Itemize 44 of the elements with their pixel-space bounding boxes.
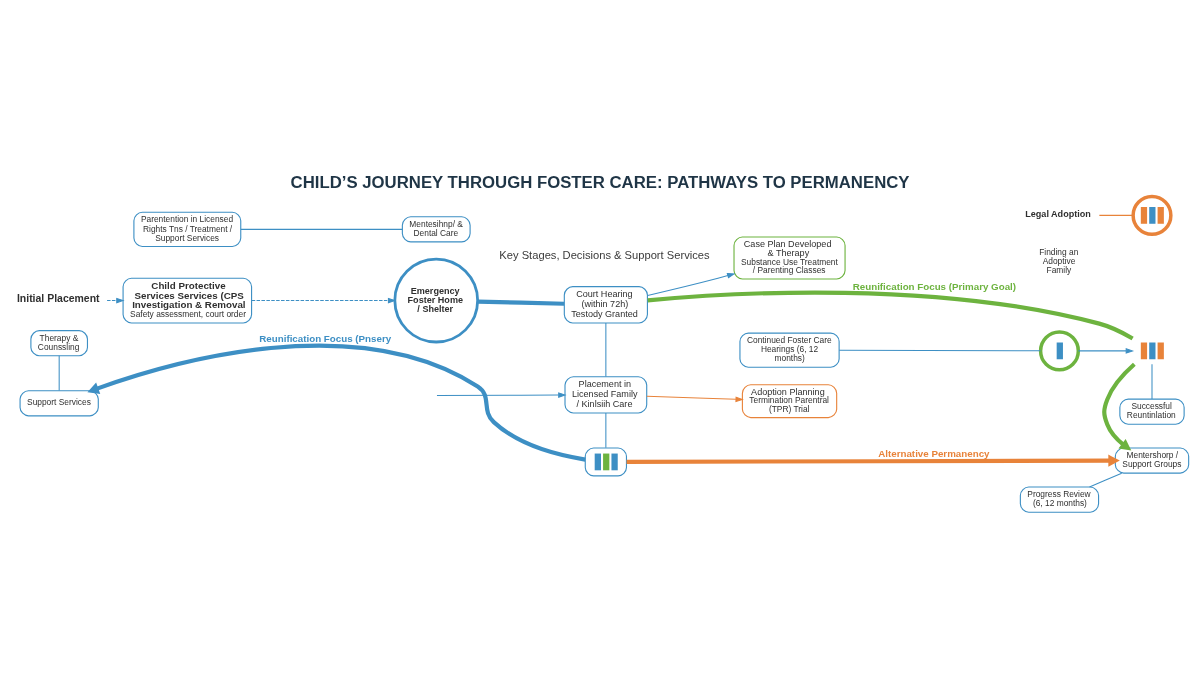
connector xyxy=(838,349,1042,352)
node-box: Parentention in Licensed Rights Tns / Treatment / Support Services xyxy=(133,211,242,248)
connector xyxy=(1098,214,1134,216)
node-circle xyxy=(1038,330,1081,372)
edge-label: Reunification Focus (Primary Goal) xyxy=(852,280,1017,292)
connector xyxy=(1151,363,1153,400)
node-box: Mentesihnp/ & Dental Care xyxy=(401,216,471,243)
node-box: Court Hearing (within 72h) Testody Granted xyxy=(563,286,648,324)
node-box: Case Plan Developed & Therapy Substance Use Treatment / Parenting Classes xyxy=(733,236,846,280)
arrow xyxy=(646,395,744,403)
node-box: Continued Foster Care Hearings (6, 12 months) xyxy=(739,332,840,368)
node-box: Successful Reuntinlation xyxy=(1119,398,1185,425)
connector xyxy=(605,412,607,449)
node-box: Progress Review (6, 12 months) xyxy=(1019,486,1100,513)
node-box: Support Services xyxy=(19,390,99,417)
node-box: Placement in Licensed Family / Kinlsiih Care xyxy=(564,376,648,414)
arrow xyxy=(1077,347,1135,354)
connector xyxy=(1088,472,1123,488)
node-box: Therapy & Counssling xyxy=(30,330,88,357)
label: Key Stages, Decisions & Support Services xyxy=(499,249,710,262)
node-box: Mentershorp / Support Groups xyxy=(1114,447,1190,474)
arrow xyxy=(647,272,736,296)
connector xyxy=(605,322,607,378)
connector xyxy=(240,228,403,230)
node-box: Adoption Planning Termination Parentral (TPR) Trial xyxy=(741,384,838,419)
node-text: Legal Adoption xyxy=(1025,209,1091,220)
connector xyxy=(58,355,60,392)
node-box xyxy=(584,447,628,477)
node-text: Finding an Adoptive Family xyxy=(1039,247,1079,276)
node-box: Child Protective Services Services (CPS Investigation & Removal Safety assessment, court order xyxy=(122,277,253,324)
arrow xyxy=(251,297,397,304)
edge-label: Reunification Focus (Pnsery xyxy=(259,332,392,344)
node-text: Initial Placement xyxy=(16,293,100,305)
arrow xyxy=(436,392,567,398)
arrow xyxy=(87,343,586,462)
diagram-title: CHILD’S JOURNEY THROUGH FOSTER CARE: PATHWAYS TO PERMANENCY xyxy=(290,173,910,193)
arrow xyxy=(1102,362,1136,451)
arrow xyxy=(626,454,1120,467)
node-circle: Emergency Foster Home / Shelter xyxy=(393,257,480,344)
arrow xyxy=(106,297,125,304)
node-circle xyxy=(1131,194,1173,236)
connector xyxy=(477,299,565,306)
connector xyxy=(647,290,1134,341)
edge-label: Alternative Permanency xyxy=(878,448,990,460)
